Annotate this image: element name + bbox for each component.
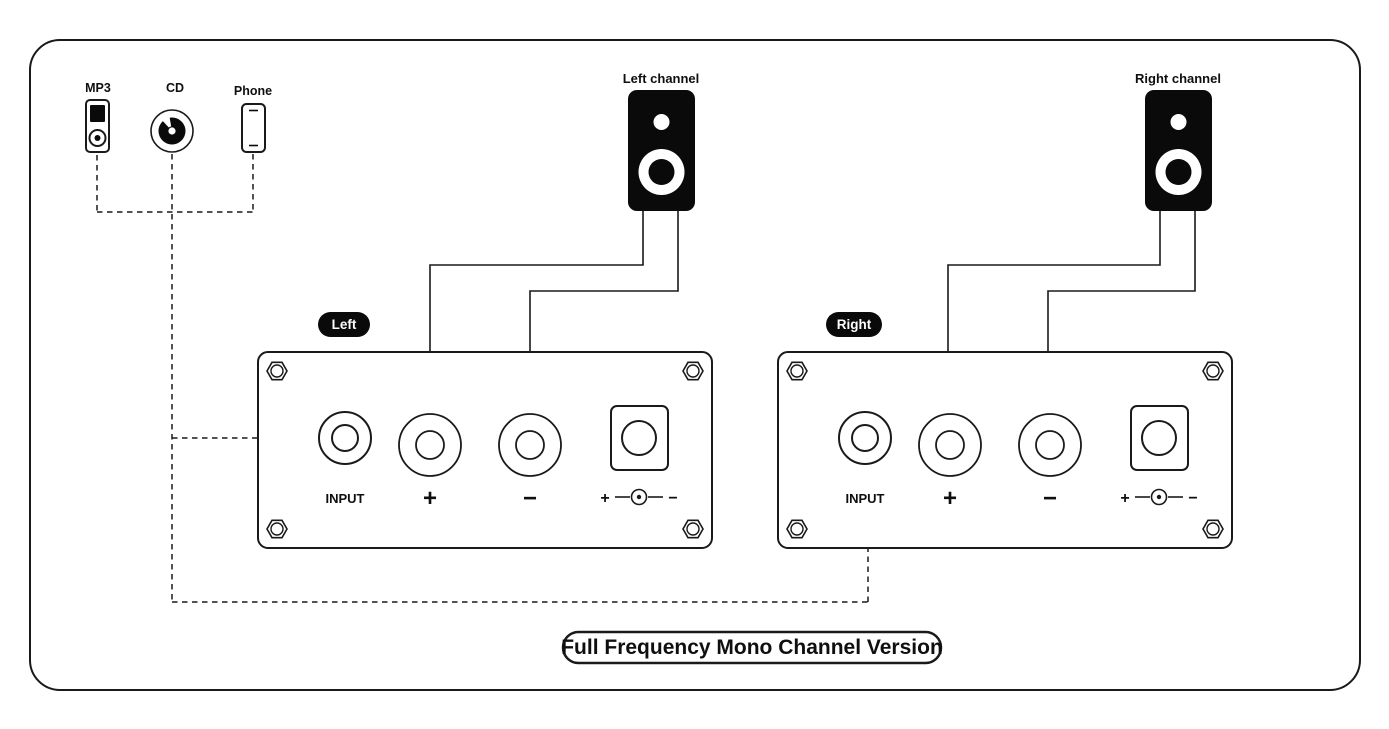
left-amp-minus-label: − (523, 485, 537, 512)
left-amp-board: INPUT + − + − (257, 351, 713, 549)
footer-title: Full Frequency Mono Channel Version (561, 636, 943, 659)
source-phone: Phone (234, 84, 272, 153)
left-amp-plus-label: + (423, 485, 437, 512)
left-negative-wire (529, 211, 679, 389)
left-amp-badge: Left (318, 312, 370, 337)
cd-disc-icon (150, 109, 194, 153)
left-amp-plus-terminal: + (398, 413, 462, 512)
left-amp-power-plus-label: + (600, 490, 609, 507)
left-amp-bolt-bottom-left (266, 519, 288, 539)
left-speaker-label: Left channel (623, 71, 700, 86)
source-cd: CD (150, 81, 194, 153)
footer-title-pill: Full Frequency Mono Channel Version (561, 630, 943, 665)
right-amp-bolt-top-right (1202, 361, 1224, 381)
phone-label: Phone (234, 84, 272, 98)
right-amp-plus-terminal: + (918, 413, 982, 512)
right-speaker-icon (1145, 90, 1212, 211)
left-amp-power-minus-label: − (668, 490, 677, 507)
right-amp-bolt-top-left (786, 361, 808, 381)
right-amp-input-jack: INPUT (838, 411, 892, 506)
left-amp-power-connector: + − (600, 405, 678, 507)
right-amp-badge: Right (826, 312, 882, 337)
left-amp-bolt-top-right (682, 361, 704, 381)
phone-icon (241, 103, 266, 153)
right-negative-wire (1047, 211, 1196, 389)
right-amp-bolt-bottom-right (1202, 519, 1224, 539)
mp3-player-icon (85, 99, 110, 153)
right-speaker-label: Right channel (1135, 71, 1221, 86)
right-amp-power-minus-label: − (1188, 490, 1197, 507)
left-amp-input-jack: INPUT (318, 411, 372, 506)
right-amp-bolt-bottom-left (786, 519, 808, 539)
right-amp-plus-label: + (943, 485, 957, 512)
left-positive-wire (429, 211, 644, 389)
left-amp-badge-label: Left (332, 317, 357, 332)
left-speaker: Left channel (623, 71, 700, 211)
right-amp-power-connector: + − (1120, 405, 1198, 507)
left-amp-minus-terminal: − (498, 413, 562, 512)
right-positive-wire (947, 211, 1161, 389)
right-amp-minus-terminal: − (1018, 413, 1082, 512)
mp3-label: MP3 (85, 81, 111, 95)
right-amp-minus-label: − (1043, 485, 1057, 512)
source-mp3: MP3 (85, 81, 111, 153)
right-amp-power-plus-label: + (1120, 490, 1129, 507)
left-amp-input-label: INPUT (326, 491, 365, 506)
right-amp-board: INPUT + − + − (777, 351, 1233, 549)
left-amp-bolt-bottom-right (682, 519, 704, 539)
left-speaker-icon (628, 90, 695, 211)
right-amp-badge-label: Right (837, 317, 872, 332)
left-amp-bolt-top-left (266, 361, 288, 381)
right-amp-input-label: INPUT (846, 491, 885, 506)
cd-label: CD (166, 81, 184, 95)
right-speaker: Right channel (1135, 71, 1221, 211)
